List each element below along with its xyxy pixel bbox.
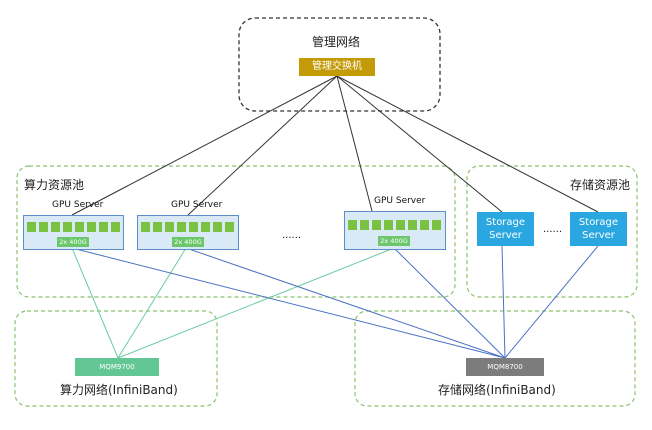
gpu-server-1-label: GPU Server: [52, 200, 104, 210]
storage-server-1[interactable]: Storage Server: [477, 212, 534, 246]
compute-pool-title: 算力资源池: [24, 178, 85, 192]
compute-network-title: 算力网络(InfiniBand): [60, 383, 178, 397]
storage-ellipsis: ......: [543, 224, 563, 235]
storage-pool-title: 存储资源池: [570, 178, 631, 192]
management-region-border: [238, 17, 441, 112]
gpu-server-3-label: GPU Server: [374, 196, 426, 206]
management-network-title: 管理网络: [312, 35, 361, 49]
storage-network-title: 存储网络(InfiniBand): [438, 383, 556, 397]
management-switch[interactable]: 管理交换机: [299, 58, 375, 76]
compute-ellipsis: ......: [282, 230, 302, 241]
gpu-server-2-label: GPU Server: [171, 200, 223, 210]
compute-fabric-links: [71, 247, 395, 359]
storage-ib-switch[interactable]: MQM8700: [466, 358, 544, 376]
storage-network-border: [354, 310, 636, 407]
gpu-server-ports: [141, 222, 234, 232]
gpu-server-ports: [348, 220, 441, 230]
management-links: [71, 75, 599, 216]
gpu-server-ports: [27, 222, 120, 232]
compute-ib-switch[interactable]: MQM9700: [75, 358, 159, 376]
compute-pool-border: [16, 165, 456, 298]
gpu-server-2[interactable]: 2x 400G: [137, 215, 239, 250]
compute-network-border: [14, 310, 218, 407]
storage-fabric-links: [71, 245, 599, 359]
nic-badge: 2x 400G: [378, 236, 410, 246]
nic-badge: 2x 400G: [172, 237, 204, 247]
storage-pool-border: [466, 165, 638, 298]
gpu-server-1[interactable]: 2x 400G: [23, 215, 124, 250]
nic-badge: 2x 400G: [57, 237, 89, 247]
storage-server-2[interactable]: Storage Server: [570, 212, 627, 246]
gpu-server-3[interactable]: 2x 400G: [344, 211, 446, 250]
